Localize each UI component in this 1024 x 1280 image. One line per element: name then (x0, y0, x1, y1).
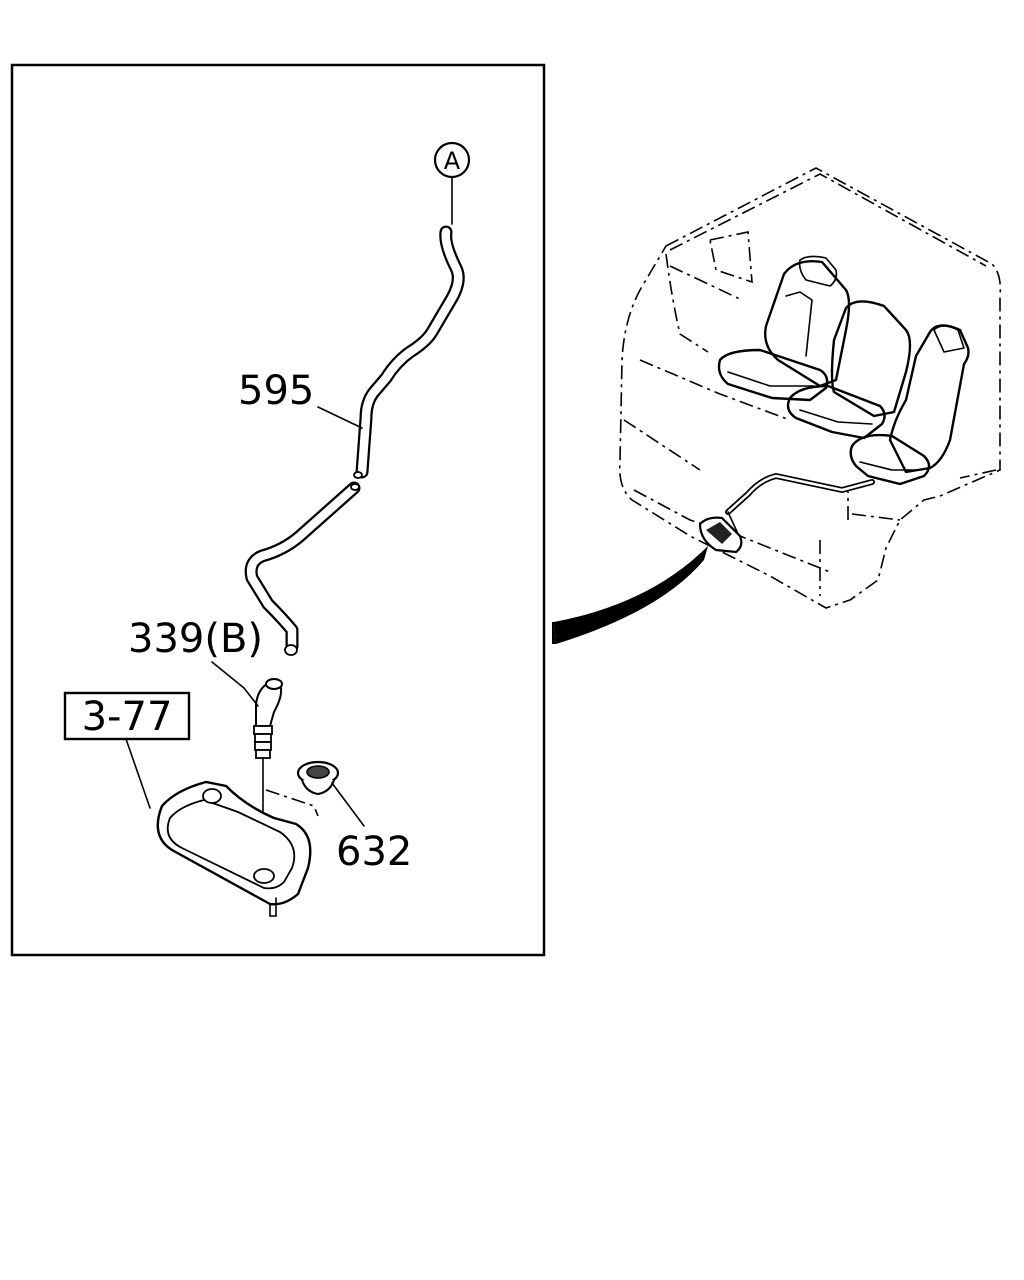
leader-595 (317, 406, 363, 429)
callout-595: 595 (238, 368, 314, 414)
callout-632: 632 (336, 829, 412, 875)
leader-339b (211, 661, 259, 707)
base-plate (156, 780, 312, 917)
hose-595 (244, 225, 465, 656)
callout-339b: 339(B) (128, 616, 263, 662)
grommet-632 (296, 760, 340, 796)
vehicle-component (698, 511, 743, 554)
callout-3-77: 3-77 (82, 694, 173, 740)
assembly-dashed-line (265, 789, 319, 817)
marker-a-label: A (444, 147, 461, 175)
vehicle-seats (717, 255, 970, 486)
detail-pointer-arrow (554, 546, 708, 644)
marker-a: A (433, 141, 471, 225)
leader-632 (331, 782, 365, 827)
vehicle-overview (618, 167, 1002, 609)
reference-box (63, 691, 191, 741)
detail-frame (10, 63, 546, 957)
leader-3-77 (125, 738, 151, 809)
